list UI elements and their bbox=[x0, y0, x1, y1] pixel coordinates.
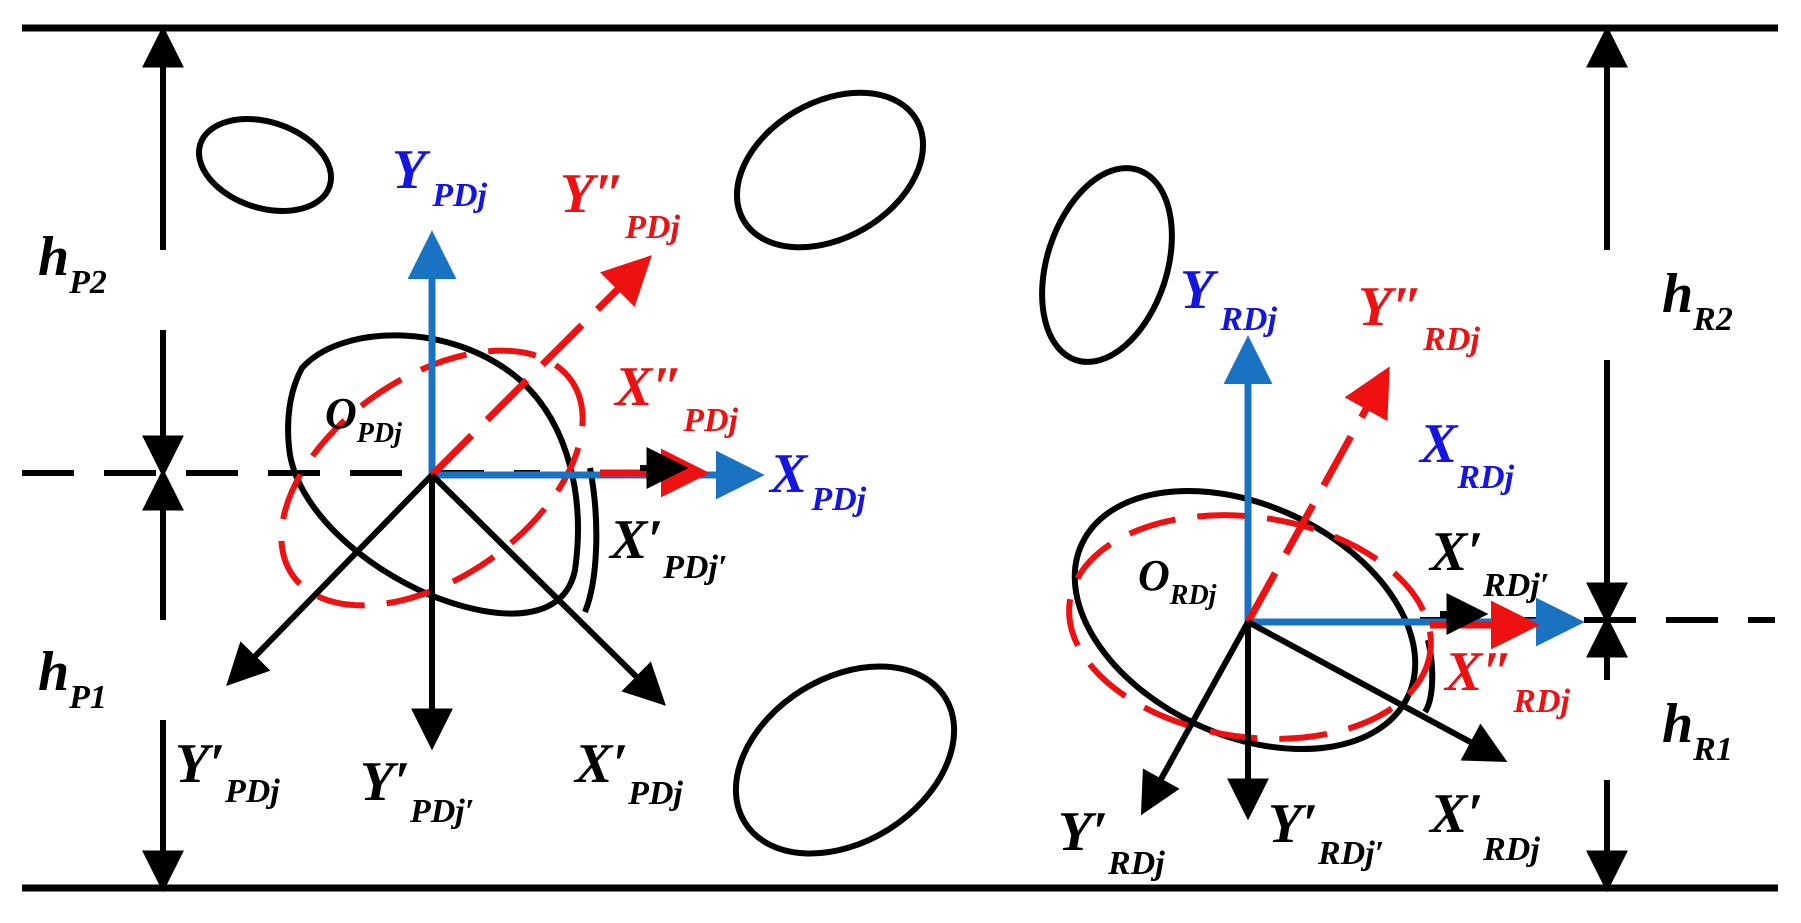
label-y1-rdj: Y′RDj bbox=[1058, 801, 1165, 882]
label-x1-rdj-prime: X′RDj′ bbox=[1428, 521, 1549, 604]
x1-pdj-axis bbox=[429, 472, 666, 706]
label-x2-pdj: X″PDj bbox=[613, 356, 739, 439]
label-x1-rdj: X′RDj bbox=[1428, 783, 1540, 868]
x1-rdj-axis bbox=[1246, 619, 1508, 762]
label-hP1: hP1 bbox=[38, 641, 107, 716]
rdj-red-dashed-ellipse bbox=[1066, 512, 1434, 742]
label-y1-pdj: Y′PDj bbox=[175, 733, 280, 810]
label-x1-pdj-prime: X′PDj′ bbox=[608, 509, 727, 586]
label-x-rdj: XRDj bbox=[1418, 413, 1515, 496]
rdj-particle-outline bbox=[1071, 487, 1419, 753]
particle-ellipse-top-left bbox=[195, 116, 335, 214]
particle-ellipse-top-right bbox=[1039, 165, 1175, 365]
label-x1-pdj: X′PDj bbox=[573, 733, 683, 812]
height-arrows bbox=[142, 25, 1628, 893]
rdj-particle-group bbox=[1066, 335, 1585, 821]
label-y2-pdj: Y″PDj bbox=[560, 163, 680, 246]
particle-ellipse-top-middle bbox=[733, 89, 927, 251]
label-o-rdj: ORDj bbox=[1138, 551, 1217, 611]
y1-rdj-axis bbox=[1140, 620, 1251, 816]
pdj-red-dashed-ellipse bbox=[278, 347, 586, 609]
pdj-particle-group bbox=[226, 230, 765, 751]
label-hR1: hR1 bbox=[1662, 693, 1733, 768]
label-o-pdj: OPDj bbox=[325, 389, 402, 449]
y1-pdj-axis bbox=[226, 472, 435, 687]
pdj-particle-edge bbox=[582, 467, 600, 614]
particle-ellipse-bottom-middle bbox=[732, 663, 958, 857]
label-x2-rdj: X″RDj bbox=[1443, 641, 1571, 720]
y2-pdj-axis bbox=[429, 255, 652, 478]
label-y1-rdj-prime: Y′RDj′ bbox=[1268, 793, 1384, 872]
label-y2-rdj: Y″RDj bbox=[1358, 276, 1480, 358]
label-hR2: hR2 bbox=[1662, 263, 1733, 338]
y2-rdj-axis bbox=[1244, 366, 1390, 624]
label-hP2: hP2 bbox=[38, 226, 107, 301]
label-y1-pdj-prime: Y′PDj′ bbox=[360, 751, 474, 830]
